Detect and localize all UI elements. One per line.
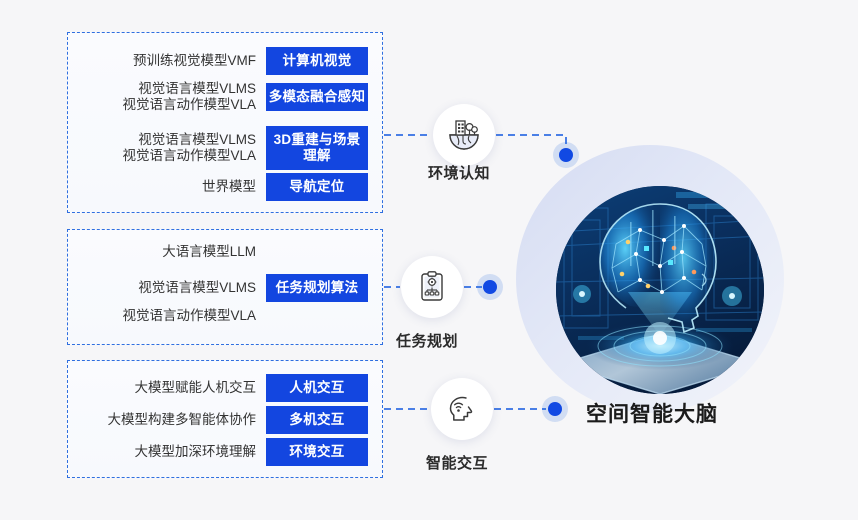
row-description: 视觉语言动作模型VLA (122, 308, 256, 323)
row-interaction-1: 大模型构建多智能体协作 多机交互 (68, 406, 382, 434)
node-label-environment-perception: 环境认知 (428, 165, 491, 182)
row-interaction-2: 大模型加深环境理解 环境交互 (68, 438, 382, 466)
tag-navigation-positioning[interactable]: 导航定位 (266, 173, 368, 201)
connector-dot-core (548, 402, 562, 416)
clipboard-gear-icon (421, 271, 443, 301)
node-task-planning[interactable] (401, 256, 463, 318)
digital-brain-illustration (556, 186, 764, 394)
row-description: 世界模型 (202, 179, 256, 194)
node-label-smart-interaction: 智能交互 (426, 455, 489, 472)
head-signal-icon (449, 396, 473, 421)
spatial-intelligence-brain-image (556, 186, 764, 394)
row-perception-0: 预训练视觉模型VMF 计算机视觉 (68, 47, 382, 75)
group-interaction: 大模型赋能人机交互 人机交互 大模型构建多智能体协作 多机交互 大模型加深环境理… (67, 360, 383, 478)
tag-environment-interaction[interactable]: 环境交互 (266, 438, 368, 466)
tag-multi-robot-interaction[interactable]: 多机交互 (266, 406, 368, 434)
tag-placeholder (266, 246, 368, 258)
node-environment-perception[interactable] (433, 104, 495, 166)
tag-human-machine-interaction[interactable]: 人机交互 (266, 374, 368, 402)
group-planning: 大语言模型LLM 视觉语言模型VLMS 任务规划算法 视觉语言动作模型VLA (67, 229, 383, 345)
connector-dot-core (483, 280, 497, 294)
row-description: 大语言模型LLM (162, 244, 256, 259)
row-planning-1: 视觉语言模型VLMS 任务规划算法 (68, 274, 382, 302)
row-perception-1: 视觉语言模型VLMS 视觉语言动作模型VLA 多模态融合感知 (68, 81, 382, 113)
row-planning-2: 视觉语言动作模型VLA (68, 308, 382, 324)
row-perception-3: 世界模型 导航定位 (68, 173, 382, 201)
row-planning-0: 大语言模型LLM (68, 244, 382, 260)
row-description: 大模型构建多智能体协作 (107, 412, 257, 427)
row-description: 预训练视觉模型VMF (133, 53, 256, 68)
tag-task-planning-algorithm[interactable]: 任务规划算法 (266, 274, 368, 302)
connector-dot-perception (553, 142, 579, 168)
row-description: 视觉语言模型VLMS 视觉语言动作模型VLA (122, 132, 256, 163)
node-label-task-planning: 任务规划 (396, 333, 459, 350)
connector-dot-core (559, 148, 573, 162)
tag-computer-vision[interactable]: 计算机视觉 (266, 47, 368, 75)
group-perception: 预训练视觉模型VMF 计算机视觉 视觉语言模型VLMS 视觉语言动作模型VLA … (67, 32, 383, 213)
row-interaction-0: 大模型赋能人机交互 人机交互 (68, 374, 382, 402)
tag-placeholder (266, 310, 368, 322)
city-globe-icon (449, 120, 479, 150)
tag-3d-reconstruction[interactable]: 3D重建与场景 理解 (266, 126, 368, 170)
row-perception-2: 视觉语言模型VLMS 视觉语言动作模型VLA 3D重建与场景 理解 (68, 126, 382, 170)
row-description: 大模型赋能人机交互 (134, 380, 257, 395)
tag-multimodal-fusion[interactable]: 多模态融合感知 (266, 83, 368, 111)
row-description: 大模型加深环境理解 (134, 444, 257, 459)
connector-dot-interaction (542, 396, 568, 422)
connector-dot-planning (477, 274, 503, 300)
page-title: 空间智能大脑 (586, 403, 718, 426)
row-description: 视觉语言模型VLMS (138, 280, 256, 295)
row-description: 视觉语言模型VLMS 视觉语言动作模型VLA (122, 81, 256, 112)
node-smart-interaction[interactable] (431, 378, 493, 440)
